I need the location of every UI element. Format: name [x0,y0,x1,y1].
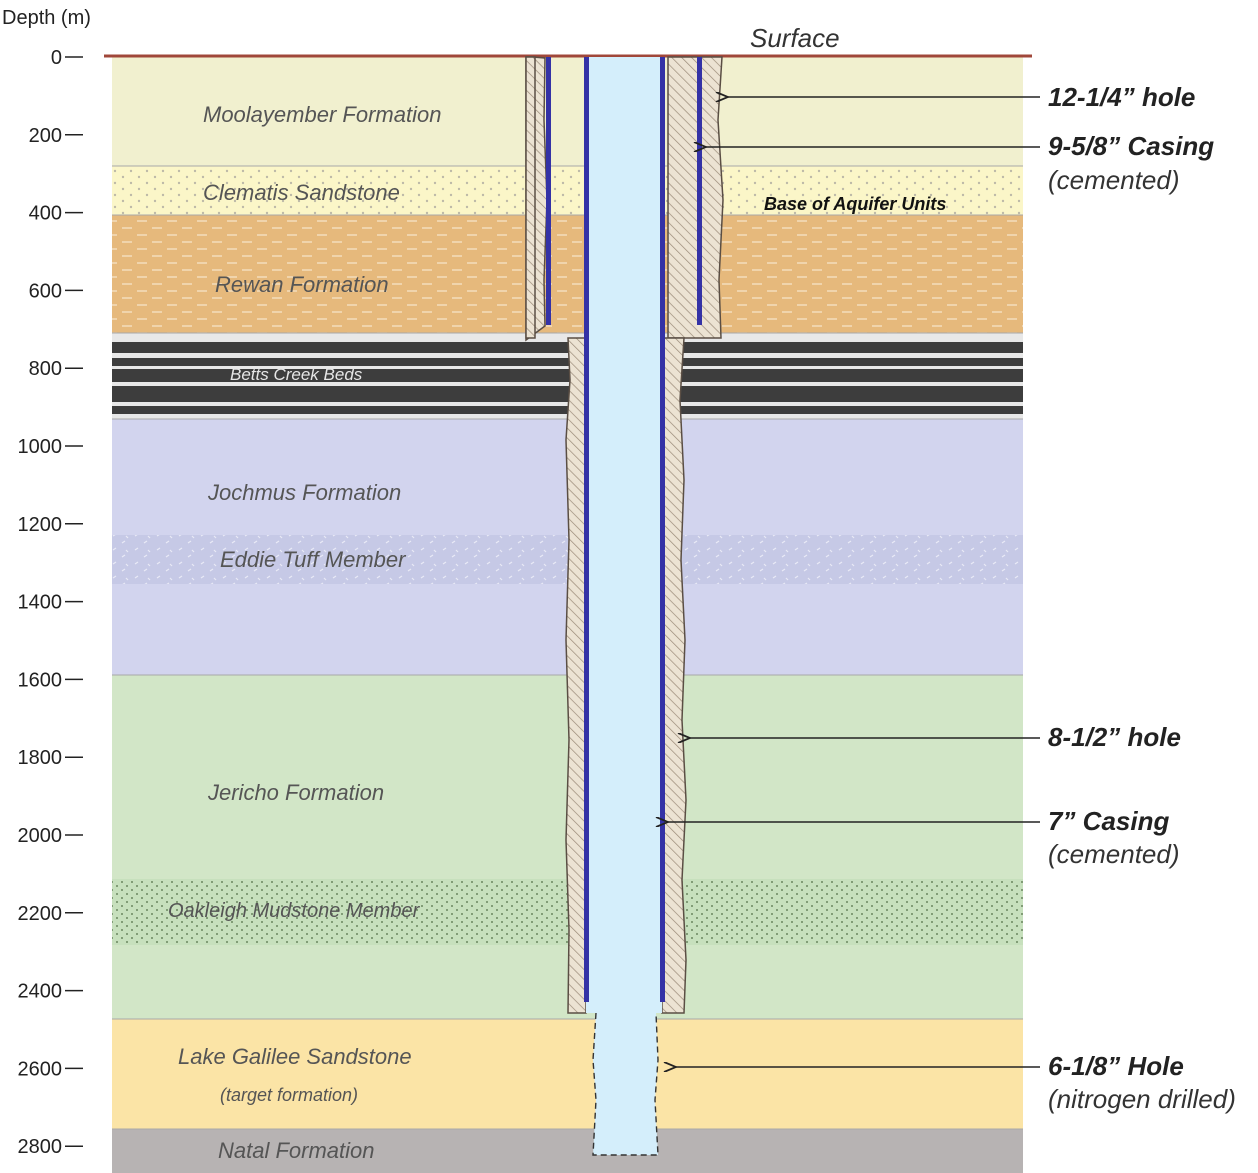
callout-hole-12: 12-1/4” hole [1048,82,1195,112]
label-oakleigh: Oakleigh Mudstone Member [168,900,421,922]
cement-lower-left [565,337,587,1014]
depth-tick-label: 1800 [18,747,63,769]
borehole-fluid-upper [586,57,662,1013]
callout-hole-6-note: (nitrogen drilled) [1048,1084,1236,1114]
label-betts: Betts Creek Beds [230,365,363,384]
axis-title: Depth (m) [2,7,91,29]
depth-tick-label: 800 [29,358,62,380]
label-eddie: Eddie Tuff Member [220,547,407,572]
surface-label: Surface [750,23,840,53]
open-hole-lower [592,1012,659,1156]
callout-hole-6-title: 6-1/8” Hole [1048,1051,1184,1081]
layer-moolayember [112,57,1023,166]
callout-casing-9-note: (cemented) [1048,165,1180,195]
depth-tick-label: 200 [29,125,62,147]
depth-tick-label: 0 [51,47,62,69]
label-lake-galilee-note: (target formation) [220,1085,358,1105]
callouts [668,97,1040,1067]
layer-rewan-pattern [112,215,1023,333]
casing-7-left [584,57,589,1002]
layer-labels: Moolayember Formation Clematis Sandstone… [168,102,946,1163]
layer-lake-galilee [112,1019,1023,1129]
depth-tick-label: 2600 [18,1058,63,1080]
depth-axis: 0 200 400 600 800 1000 1200 1400 1600 1800 2000 220… [18,47,83,1158]
depth-tick-label: 1400 [18,592,63,614]
cement-lower-right [661,337,687,1014]
betts-band-3 [112,369,1023,382]
label-moolayember: Moolayember Formation [203,102,441,127]
label-jochmus: Jochmus Formation [207,480,401,505]
callout-labels: 12-1/4” hole 9-5/8” Casing (cemented) 8-… [1048,82,1236,1114]
intermediate-hole-wall [525,56,536,339]
label-rewan: Rewan Formation [215,272,389,297]
layer-clematis-pattern [112,166,1023,215]
depth-tick-label: 1600 [18,669,63,691]
depth-tick-label: 2800 [18,1136,63,1158]
betts-band-1 [112,342,1023,353]
casing-9-5-8-right [697,57,702,325]
depth-tick-label: 2000 [18,825,63,847]
layer-natal [112,1129,1023,1173]
label-clematis: Clematis Sandstone [203,180,400,205]
callout-casing-9-title: 9-5/8” Casing [1048,131,1214,161]
casing-9-5-8-left [546,57,551,325]
label-lake-galilee: Lake Galilee Sandstone [178,1044,412,1069]
cement-annulus-upper-right [667,56,724,339]
betts-band-2 [112,358,1023,366]
depth-tick-label: 400 [29,203,62,225]
callout-hole-8: 8-1/2” hole [1048,722,1181,752]
callout-casing-7-title: 7” Casing [1048,806,1169,836]
label-base-of-aquifer: Base of Aquifer Units [764,194,946,214]
callout-casing-7-note: (cemented) [1048,839,1180,869]
depth-tick-label: 1200 [18,514,63,536]
depth-tick-label: 600 [29,280,62,302]
betts-band-4 [112,386,1023,402]
depth-tick-label: 1000 [18,436,63,458]
borehole [525,56,724,1156]
casing-7-right [660,57,665,1002]
label-jericho: Jericho Formation [207,780,384,805]
depth-tick-label: 2200 [18,903,63,925]
depth-tick-label: 2400 [18,981,63,1003]
label-natal: Natal Formation [218,1138,375,1163]
